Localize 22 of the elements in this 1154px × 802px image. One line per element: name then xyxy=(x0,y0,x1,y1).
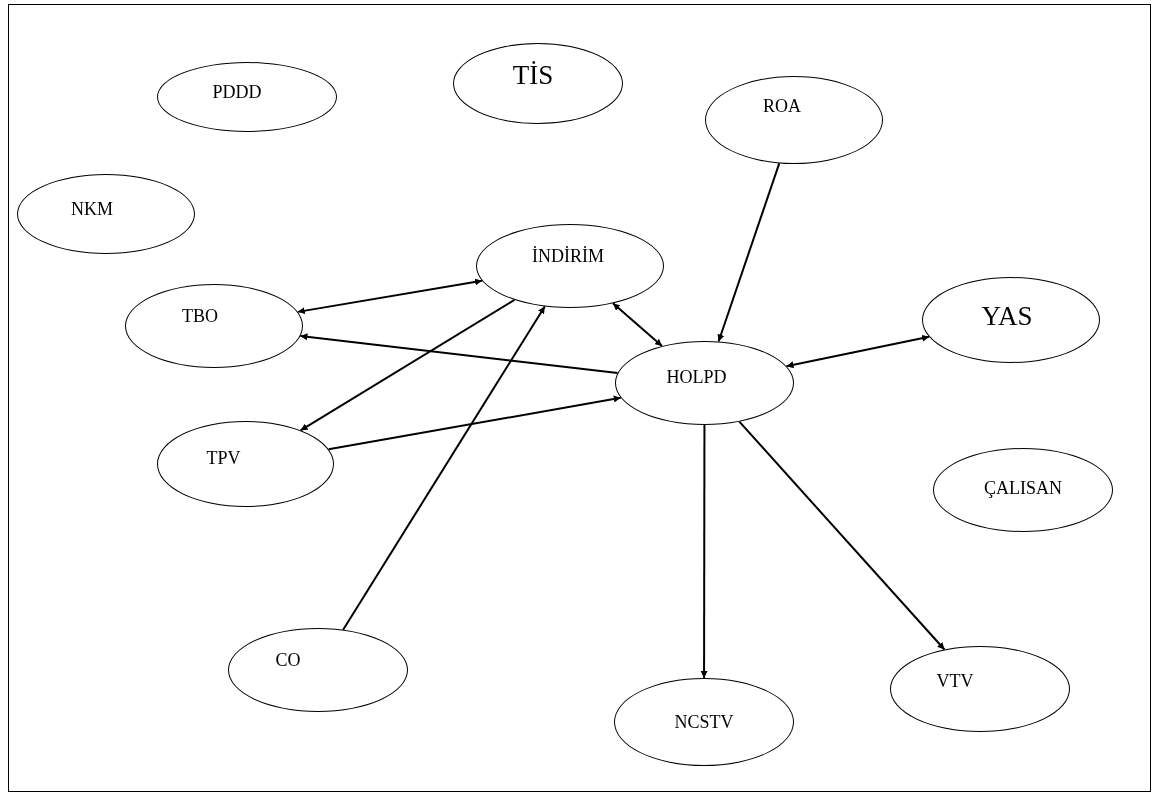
arrow xyxy=(299,298,516,432)
node-label: CO xyxy=(275,649,301,671)
arrow xyxy=(700,424,708,679)
node-label: İNDİRİM xyxy=(532,245,604,267)
arrow xyxy=(611,302,663,348)
node-label: HOLPD xyxy=(666,366,727,388)
node-label: NKM xyxy=(71,198,113,220)
node-label: PDDD xyxy=(212,81,262,103)
node-label: YAS xyxy=(981,300,1033,332)
arrow xyxy=(785,334,931,369)
node-label: TBO xyxy=(182,305,218,327)
node-label: TPV xyxy=(206,447,241,469)
arrow xyxy=(327,395,622,451)
node-label: VTV xyxy=(936,670,974,692)
node-label: ÇALISAN xyxy=(984,477,1062,499)
arrow xyxy=(738,420,946,651)
node-label: TİS xyxy=(512,60,554,91)
arrow xyxy=(296,278,484,315)
arrow xyxy=(717,162,781,343)
arrow xyxy=(299,333,619,374)
node-label: NCSTV xyxy=(674,711,734,733)
node-label: ROA xyxy=(763,95,801,117)
